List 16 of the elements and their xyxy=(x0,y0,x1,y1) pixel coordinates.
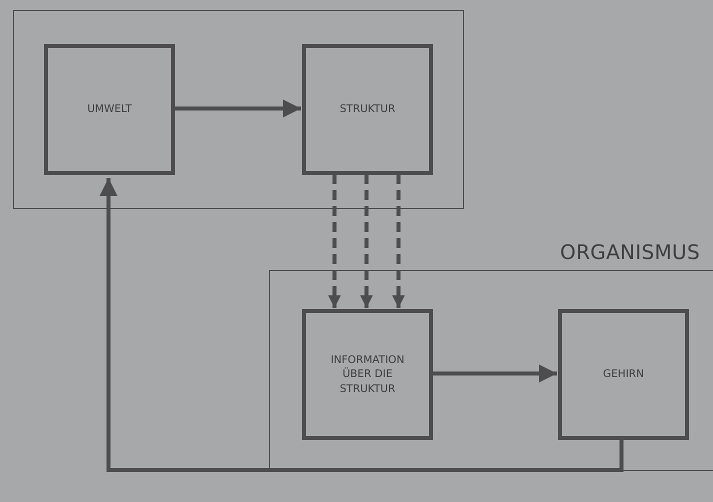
box-label: INFORMATION ÜBER DIE STRUKTUR xyxy=(330,353,406,396)
arrow xyxy=(360,174,373,308)
group-frame xyxy=(13,10,464,209)
process-box xyxy=(302,309,433,440)
arrow xyxy=(328,174,341,308)
box-label: GEHIRN xyxy=(602,367,645,382)
group-heading: ORGANISMUS xyxy=(560,240,700,264)
process-box xyxy=(44,44,175,175)
box-label: UMWELT xyxy=(86,102,133,117)
box-label: STRUKTUR xyxy=(338,102,396,117)
arrow xyxy=(392,174,405,308)
process-box xyxy=(558,309,689,440)
arrow xyxy=(432,364,557,382)
arrow xyxy=(174,100,301,118)
process-box xyxy=(302,44,433,175)
arrow xyxy=(100,178,624,472)
